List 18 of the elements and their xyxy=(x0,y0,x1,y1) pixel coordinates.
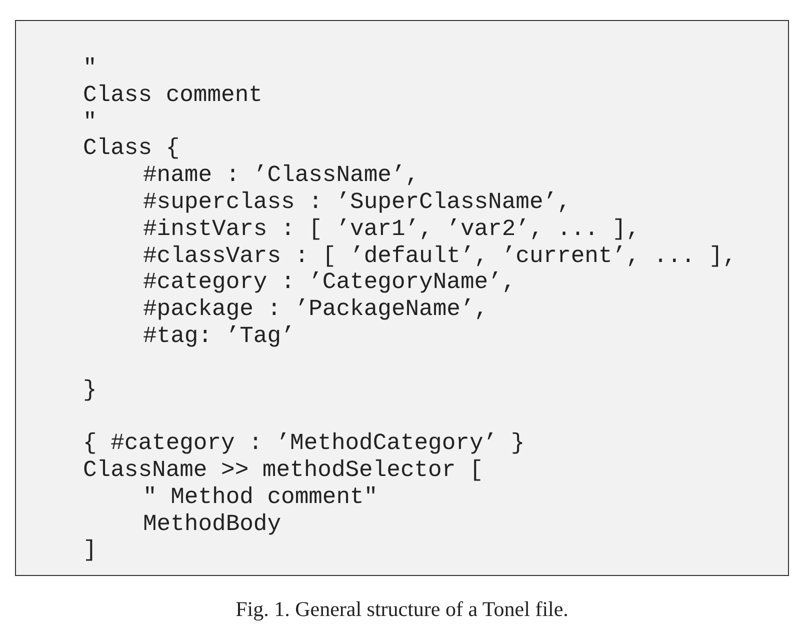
code-line: { #category : ’MethodCategory’ } xyxy=(83,430,525,456)
code-line: #package : ’PackageName’, xyxy=(143,296,488,322)
code-line: #classVars : [ ’default’, ’current’, ... ], xyxy=(143,242,736,269)
code-line: #instVars : [ ’var1’, ’var2’, ... ], xyxy=(143,216,640,242)
code-line: ClassName >> methodSelector [ xyxy=(83,457,484,483)
code-line: " xyxy=(83,108,97,135)
code-line: " xyxy=(83,55,97,81)
code-line: #tag: ’Tag’ xyxy=(143,323,295,349)
code-line: ] xyxy=(83,537,97,564)
code-line: #category : ’CategoryName’, xyxy=(143,269,516,296)
code-line: MethodBody xyxy=(143,510,282,537)
figure-caption: Fig. 1. General structure of a Tonel file. xyxy=(234,597,570,622)
code-line: Class { xyxy=(83,135,180,162)
code-line: #superclass : ’SuperClassName’, xyxy=(143,189,571,215)
code-line: " Method comment" xyxy=(143,484,378,510)
code-line: #name : ’ClassName’, xyxy=(143,162,420,188)
code-line: Class comment xyxy=(83,82,262,108)
code-line: } xyxy=(83,376,97,403)
